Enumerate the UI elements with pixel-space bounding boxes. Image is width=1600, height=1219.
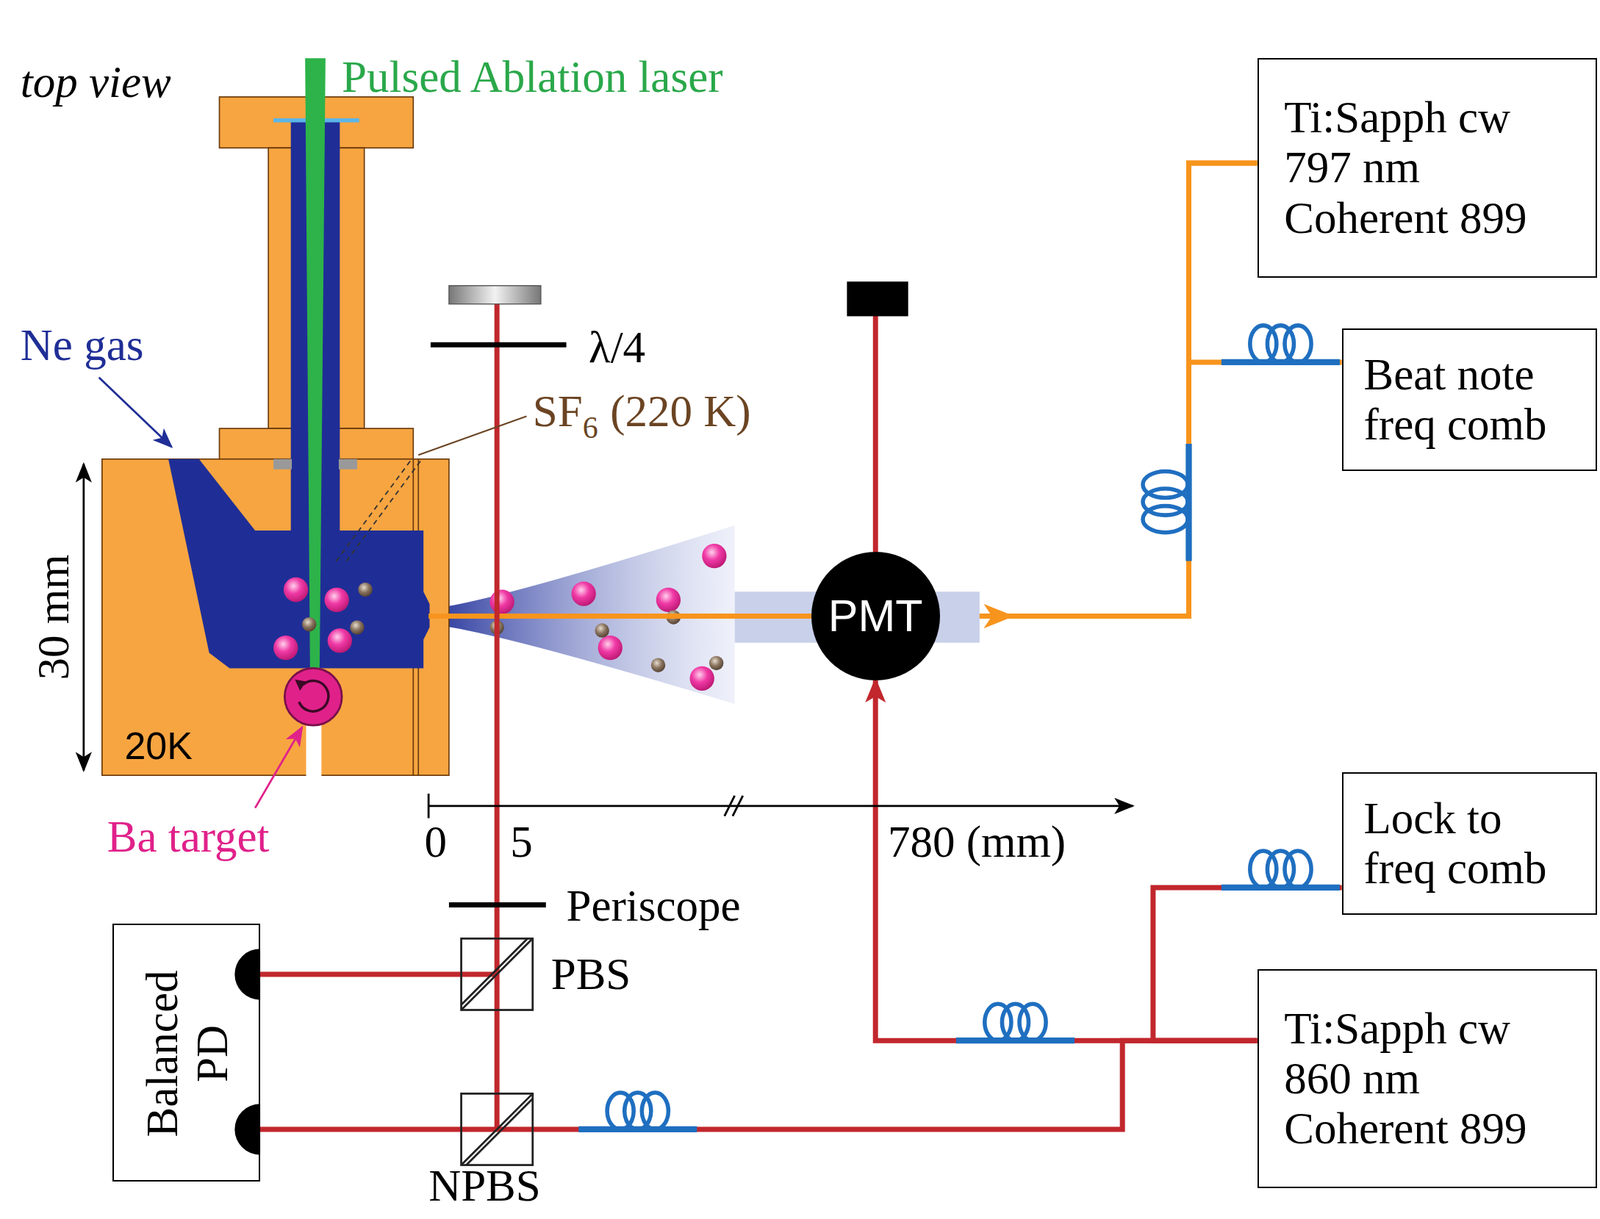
apparatus-illustration [83,58,1340,1165]
cell-slit [306,719,322,777]
photodiode [234,1103,261,1155]
fiber-coil [1142,506,1188,533]
cryo-cell [102,459,450,776]
particle [327,628,353,653]
retro-mirror [449,285,541,305]
beam-connector [940,163,1258,617]
particle [357,582,372,597]
node-label: Lock to freq comb [1364,793,1570,895]
position-axis [428,804,1133,807]
beam-splitter-cube [461,938,533,1010]
photodiode [234,948,261,1155]
detector-circle: PMT [811,551,941,681]
particle [651,658,666,673]
annotation-label: λ/4 [588,324,646,370]
node-label: Ti:Sapph cw 797 nm Coherent 899 [1283,92,1564,244]
particle [324,587,350,613]
photodiode [234,948,261,1000]
particle [709,656,724,671]
beam-splitter-cube [461,938,528,1005]
laser-box: Ti:Sapph cw 860 nm Coherent 899 [1257,969,1598,1190]
fiber-coil [641,1092,669,1130]
particle [571,581,597,606]
fiber-coil [578,325,1340,1130]
sf6-line [344,461,421,564]
leader-line [255,727,303,809]
annotation-label: Pulsed Ablation laser [341,54,723,100]
annotation-label: Ba target [107,814,270,860]
node-label: PMT [828,590,924,641]
probe-arrow [1010,613,1021,619]
laser-box: Lock to freq comb [1342,772,1598,916]
node-label: Ti:Sapph cw 860 nm Coherent 899 [1283,1003,1564,1155]
particle [598,635,623,660]
gasket [273,459,292,470]
ablation-laser-beam [305,58,326,690]
position-axis [428,793,1133,819]
quarter-wave-plate [430,342,567,348]
particle [701,543,727,569]
absorption-beam [873,314,879,552]
beam-splitter-cube [465,1098,533,1165]
leader-line [99,377,172,447]
absorption-beam [260,302,876,1130]
annotation-label: 6 [582,412,599,444]
particle [302,617,317,632]
node-label: Beat note freq comb [1364,349,1585,451]
position-axis [427,793,430,819]
beam-connector [875,680,1257,1041]
particle [349,620,364,635]
fiber-coil [1284,325,1312,363]
fiber-coil [1284,851,1312,888]
position-axis [732,795,744,817]
sf6-line [334,461,421,564]
sf6-line [334,461,411,564]
probe-beam-797 [428,613,812,619]
periscope [449,902,547,908]
annotation-label: 0 [424,819,448,865]
beam-splitter-cube [461,938,533,1165]
annotation-label: top view [20,59,172,105]
annotation-label: 20K [124,726,193,766]
particle [690,666,715,691]
dimension-arrow [82,464,85,771]
annotation-label: 5 [510,819,533,865]
annotation-label: 780 (mm) [887,819,1066,865]
fiber-coil [1019,1003,1046,1041]
annotation-label: Ne gas [20,322,145,368]
beam-dump [846,281,908,317]
beam-splitter-cube [461,1093,533,1165]
annotation-label: SF [532,388,583,434]
annotation-label: NPBS [428,1163,541,1209]
particle [489,589,514,614]
laser-box: Beat note freq comb [1342,328,1598,472]
beam-connector [260,1040,1258,1130]
annotation-label: PBS [551,951,632,997]
annotation-label: Periscope [566,883,741,929]
barium-target [284,668,342,726]
beam-splitter-cube [461,1093,533,1165]
annotation-label: 30 mm [30,554,76,680]
particle [594,623,609,638]
detector-box: Balanced PD [112,923,261,1182]
annotation-label: (220 K) [610,388,751,434]
leader-line [418,415,527,455]
cryo-cell [102,97,450,776]
rotation-arrow [294,679,306,691]
laser-box: Ti:Sapph cw 797 nm Coherent 899 [1257,58,1598,278]
particle [273,635,298,660]
particle [283,577,308,602]
particle [656,587,681,613]
gasket [338,459,358,470]
node-label: Balanced PD [137,947,239,1161]
beam-splitter-cube [461,938,533,1010]
